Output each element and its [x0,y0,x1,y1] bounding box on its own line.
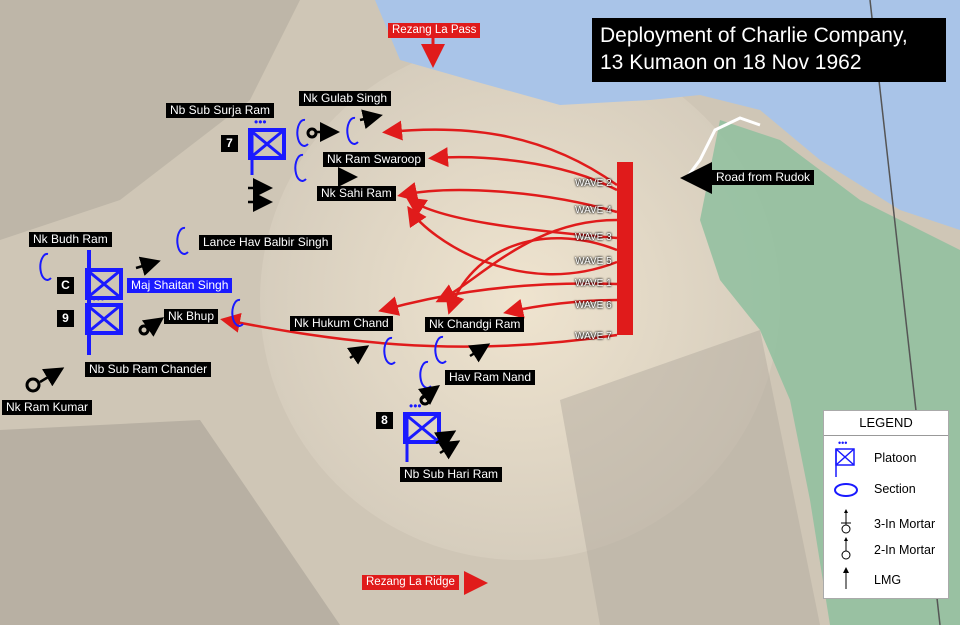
legend-icons: ••• [834,438,858,589]
unit-label: Nk Ram Kumar [2,400,93,415]
unit-label: Nb Sub Surja Ram [166,103,275,118]
black-arrows [39,109,491,460]
unit-label: Nk Chandgi Ram [425,317,525,332]
legend-2in-mortar: 2-In Mortar [874,543,936,557]
unit-label: Nb Sub Hari Ram [400,467,503,482]
unit-label: Nk Budh Ram [29,232,112,247]
commander-label: Maj Shaitan Singh [127,278,233,293]
platoon-7: ••• [248,115,286,175]
svg-text:•••: ••• [254,115,267,129]
rezang-la-pass-label: Rezang La Pass [388,23,481,38]
section-icons [39,116,447,389]
attack-arrows [220,120,618,348]
wave-label: WAVE 7 [575,331,612,342]
legend-lmg: LMG [874,573,902,587]
wave-label: WAVE 6 [575,300,612,311]
svg-text:•••: ••• [838,438,847,448]
legend-platoon: Platoon [874,451,917,465]
legend-section: Section [874,482,916,496]
unit-label: Nk Gulab Singh [299,91,392,106]
company-letter: C [57,277,74,294]
title-line-2: 13 Kumaon on 18 Nov 1962 [600,51,862,74]
svg-text:•••: ••• [92,292,105,306]
road-label: Road from Rudok [712,170,815,185]
platoon-number: 8 [376,412,393,429]
mortar-icons [25,127,431,406]
legend: LEGEND ••• Platoon Section 3-In Mortar 2… [823,410,949,599]
platoon-number: 7 [221,135,238,152]
unit-label: Hav Ram Nand [445,370,536,385]
wave-label: WAVE 3 [575,232,612,243]
unit-label: Nk Ram Swaroop [323,152,426,167]
legend-3in-mortar: 3-In Mortar [874,517,936,531]
map-title: Deployment of Charlie Company, 13 Kumaon … [592,18,946,82]
wave-label: WAVE 5 [575,256,612,267]
platoon-number: 9 [57,310,74,327]
legend-title: LEGEND [824,411,948,436]
rezang-la-ridge-label: Rezang La Ridge [362,575,459,590]
wave-label: WAVE 1 [575,278,612,289]
title-line-1: Deployment of Charlie Company, [600,24,908,47]
unit-label: Nk Sahi Ram [317,186,396,201]
wave-label: WAVE 2 [575,178,612,189]
unit-label: Nk Bhup [164,309,219,324]
wave-label: WAVE 4 [575,205,612,216]
wave-bar [617,162,633,335]
unit-label: Lance Hav Balbir Singh [199,235,333,250]
platoon-hq-9: ••• [85,250,123,355]
unit-label: Nk Hukum Chand [290,316,393,331]
unit-label: Nb Sub Ram Chander [85,362,212,377]
